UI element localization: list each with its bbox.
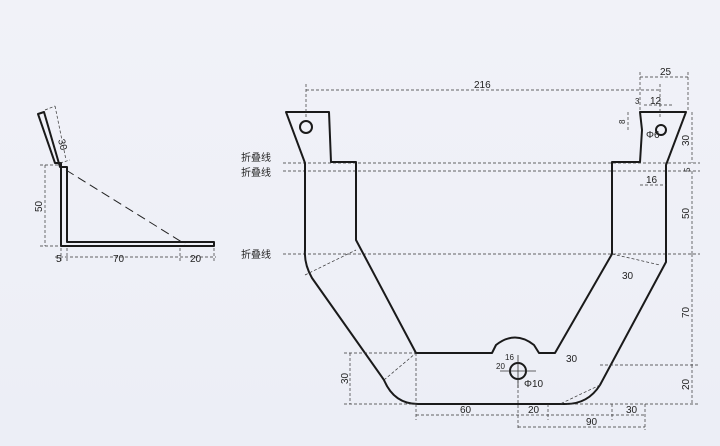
side-dim-30: 30 <box>55 138 69 152</box>
side-dim-20: 20 <box>190 254 202 265</box>
side-dim-50: 50 <box>34 200 45 212</box>
dim-20-notch: 20 <box>496 362 505 371</box>
side-view: 30 50 5 70 20 <box>34 105 216 265</box>
dim-60: 60 <box>460 405 472 416</box>
dim-8: 8 <box>618 119 627 124</box>
dim-30-slope: 30 <box>622 271 634 282</box>
dim-216: 216 <box>474 80 491 91</box>
fold-label-3: 折叠线 <box>241 248 271 261</box>
dim-25: 25 <box>660 67 672 78</box>
dim-30-left: 30 <box>340 372 351 384</box>
dim-16-right: 16 <box>646 175 658 186</box>
left-mount-hole <box>299 120 313 134</box>
side-dim-70: 70 <box>113 254 125 265</box>
part-outline <box>285 111 687 405</box>
side-hidden-line <box>65 169 186 245</box>
dim-30-right: 30 <box>681 134 692 146</box>
dim-90: 90 <box>586 417 598 428</box>
side-dim-5: 5 <box>56 254 62 265</box>
dim-3: 3 <box>635 97 640 106</box>
hole-label-small: Φ6 <box>646 130 660 141</box>
dim-12: 12 <box>650 96 662 107</box>
side-profile <box>37 111 215 247</box>
dim-30-bottom: 30 <box>626 405 638 416</box>
dim-5-right: 5 <box>683 167 692 172</box>
fold-label-2: 折叠线 <box>241 166 271 179</box>
fold-label-1: 折叠线 <box>241 151 271 164</box>
hole-label-large: Φ10 <box>524 379 544 390</box>
dim-50-right: 50 <box>681 207 692 219</box>
fold-labels: 折叠线 折叠线 折叠线 <box>241 151 271 261</box>
front-view: 216 25 12 3 8 Φ6 30 16 5 50 30 70 <box>283 67 700 430</box>
dim-20-right: 20 <box>681 378 692 390</box>
dim-20-bottom: 20 <box>528 405 540 416</box>
dim-30-notch: 30 <box>566 354 578 365</box>
dim-70-right: 70 <box>681 306 692 318</box>
right-mount-hole <box>655 124 667 136</box>
dim-16-notch: 16 <box>505 353 514 362</box>
